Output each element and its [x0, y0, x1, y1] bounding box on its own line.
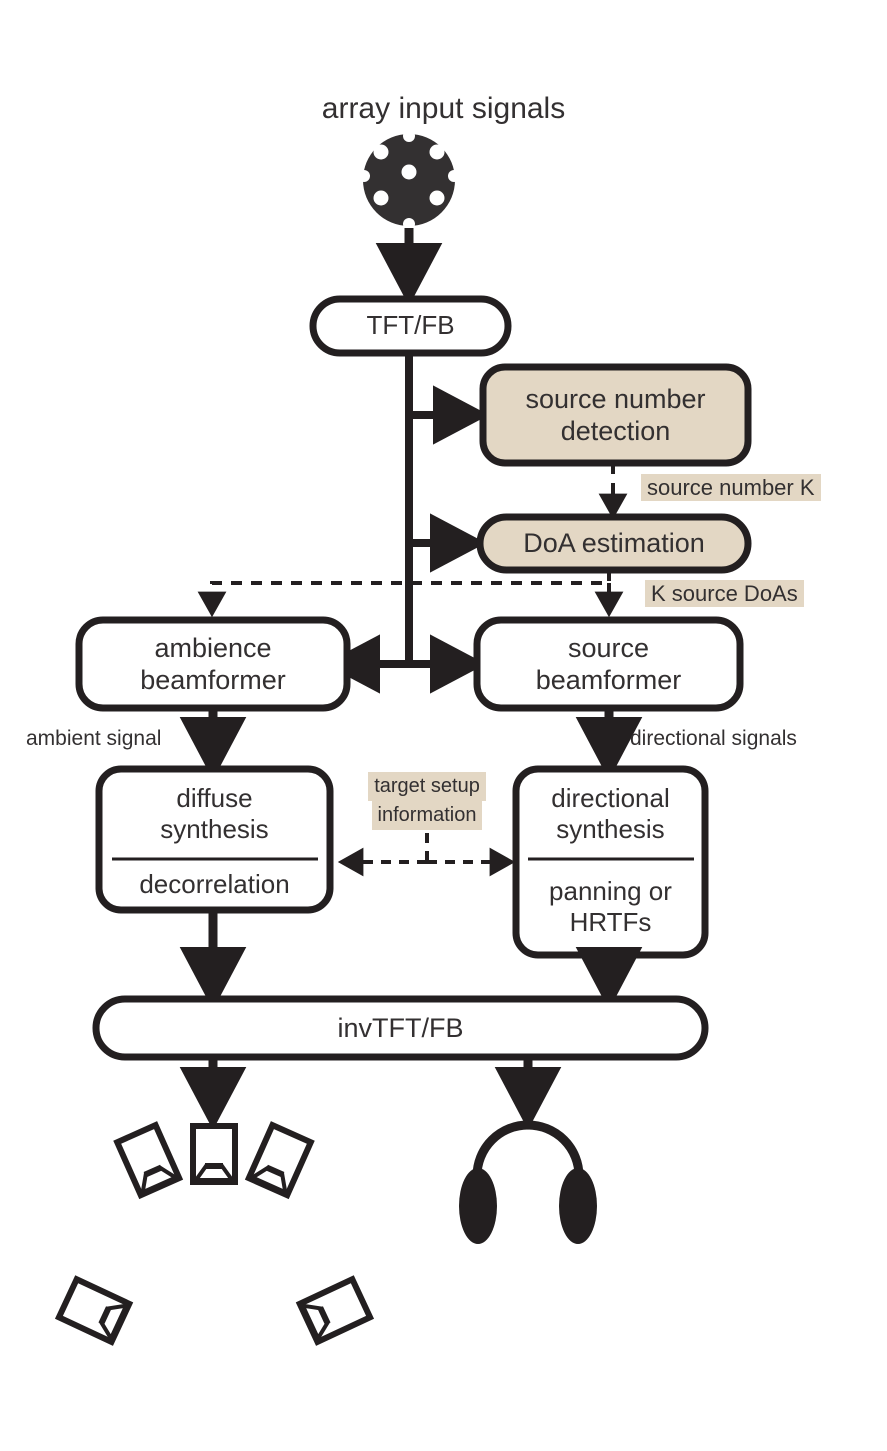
target-setup-line2: information — [371, 801, 483, 830]
loudspeaker-left-icon — [113, 1121, 184, 1200]
edge-label-directional-signals: directional signals — [630, 727, 797, 750]
node-source-number-detection — [479, 363, 752, 467]
node-doa-estimation — [476, 513, 752, 574]
node-tft-fb — [309, 295, 512, 357]
loudspeaker-rear-left-icon — [54, 1275, 134, 1346]
page-title: array input signals — [321, 92, 566, 125]
edge-k-source-doas-bus — [197, 570, 611, 618]
loudspeaker-right-icon — [244, 1121, 315, 1200]
node-ambience-beamformer — [75, 616, 351, 712]
node-inv-tft-fb — [92, 995, 709, 1061]
source-number-k-text: source number K — [641, 474, 821, 501]
edge-label-k-source-doas: K source DoAs — [645, 580, 804, 607]
edge-label-ambient-signal: ambient signal — [26, 727, 162, 750]
microphone-array-icon — [358, 130, 460, 230]
k-source-doas-text: K source DoAs — [645, 580, 804, 607]
node-source-beamformer — [473, 616, 744, 712]
headphones-icon — [459, 1120, 597, 1244]
node-directional-synthesis — [512, 765, 709, 959]
edge-label-source-number-k: source number K — [641, 474, 821, 501]
edge-label-target-setup-information: target setup information — [352, 772, 502, 830]
loudspeaker-center-icon — [190, 1123, 238, 1185]
target-setup-line1: target setup — [368, 772, 486, 801]
node-diffuse-synthesis — [95, 765, 334, 914]
loudspeaker-rear-right-icon — [295, 1275, 375, 1346]
